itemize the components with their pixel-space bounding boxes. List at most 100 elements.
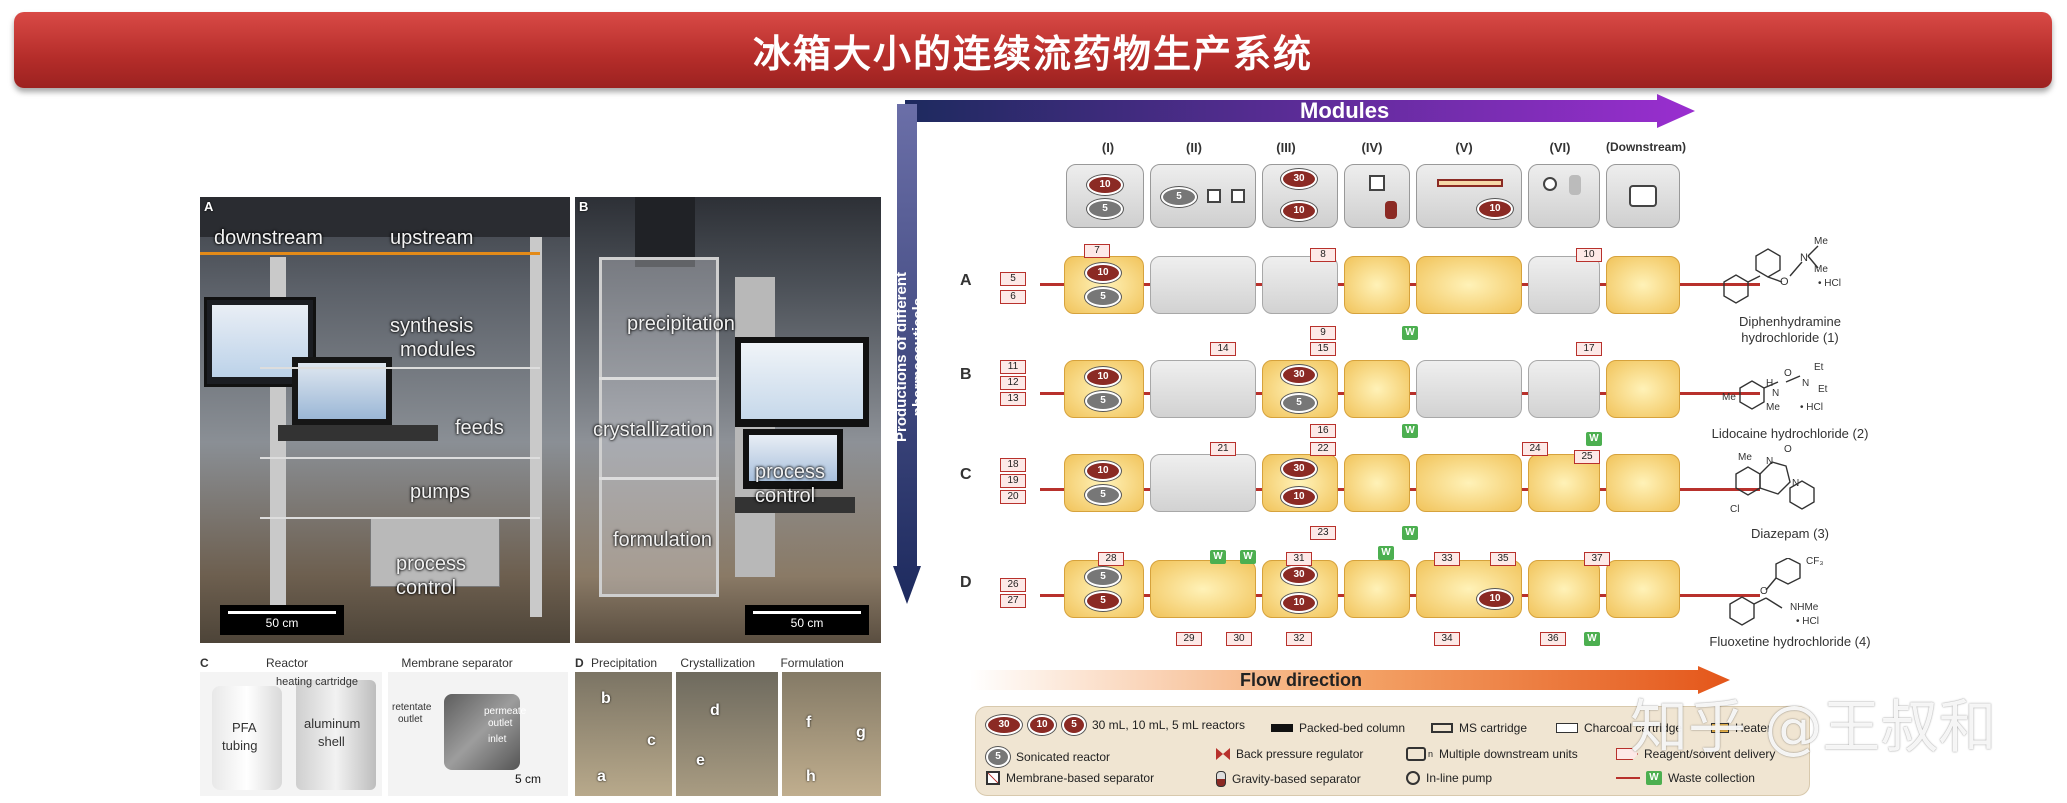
row-b-reactor-30: 30 [1281,365,1317,385]
flow-direction-label: Flow direction [1240,670,1363,690]
sub-label-b: b [601,690,611,707]
legend-heater: Heater [1711,721,1771,735]
row-c-input-18: 18 [1000,458,1026,472]
legend-sonicated: 5 Sonicated reactor [986,747,1110,767]
struct-d-nhme: NHMe [1790,602,1819,613]
legend-label-ms-cartridge: MS cartridge [1459,721,1528,735]
packed-bed-icon [1271,724,1293,732]
row-c-cell-3: 30 10 [1262,454,1338,512]
module-box-5: 10 [1416,164,1522,228]
compound-a-line2: hydrochloride (1) [1741,330,1839,345]
row-d-waste-4: W [1584,632,1600,646]
module-box-3: 30 10 [1262,164,1338,228]
ms-cartridge-icon [1431,723,1453,733]
gravity-separator-icon [1216,771,1226,787]
row-d-cell-1: 5 5 [1064,560,1144,618]
photo-b-letter: B [579,199,589,214]
photo-a-system-front: A downstream upstream synthesis modules … [200,197,570,643]
compound-c-name: Diazepam (3) [1685,526,1895,542]
watermark: 知乎 @王叔和 [1630,693,1997,761]
row-d-input-27: 27 [1000,594,1026,608]
row-letter-b: B [960,366,972,383]
label-crystallization: crystallization [593,419,714,441]
struct-a-me1: Me [1814,236,1828,247]
row-a-reactor-5: 5 [1085,287,1121,307]
sub-label-f: f [806,714,812,731]
legend-label-packed-bed: Packed-bed column [1299,721,1406,735]
label-control-b: control [755,485,816,507]
row-a-cell-3 [1262,256,1338,314]
row-d-reactor-5b: 5 [1085,591,1121,611]
structure-diphenhydramine [1723,245,1819,304]
inline-pump-icon [1406,771,1420,785]
struct-c-cl: Cl [1730,504,1740,515]
struct-b-n1: N [1772,388,1780,399]
label-shell: shell [318,734,345,749]
back-pressure-regulator-icon [1216,748,1230,760]
module-header-2: (II) [1186,140,1202,155]
scale-bar-b: 50 cm [745,605,869,635]
structure-lidocaine [1739,375,1801,410]
row-d-reactor-10b: 10 [1477,589,1513,609]
row-a-input-6: 6 [1000,290,1026,304]
row-a-cell-2 [1150,256,1256,314]
label-heating-cartridge: heating cartridge [276,676,358,688]
row-d-cell-6 [1528,560,1600,618]
label-modules: modules [400,339,476,361]
row-c-tag-23: 23 [1310,526,1336,540]
module-3-reactor-30: 30 [1281,169,1317,189]
panel-d-header: D Precipitation Crystallization Formulat… [575,656,844,670]
downstream-subscript: n [1428,749,1434,759]
struct-b-me1: Me [1722,392,1736,403]
row-b-cell-2 [1150,360,1256,418]
row-c-cell-5 [1416,454,1522,512]
row-b-tag-17: 17 [1576,342,1602,356]
caption-precipitation: Precipitation [591,656,658,670]
scale-bar-b-label: 50 cm [790,616,824,630]
legend-waste-tag: W [1646,771,1662,785]
legend-reactor-5: 5 [1062,715,1086,735]
sub-label-a: a [597,768,606,785]
struct-a-o: O [1780,276,1789,288]
modules-label: Modules [1300,98,1390,123]
scale-bar-c: 5 cm [496,772,560,792]
row-a-cell-6 [1528,256,1600,314]
compound-b-line1: Lidocaine hydrochloride (2) [1711,426,1869,441]
row-c-input-19: 19 [1000,474,1026,488]
struct-d-cf3: CF₃ [1806,556,1824,567]
row-b-input-13: 13 [1000,392,1026,406]
row-c-waste: W [1402,526,1418,540]
row-a-cell-1: 10 5 [1064,256,1144,314]
photo-d-formulation: f g h [782,672,881,796]
row-d-tag-37: 37 [1584,552,1610,566]
struct-c-n1: N [1766,456,1774,467]
row-c-tag-21: 21 [1210,442,1236,456]
scale-bar-a-label: 50 cm [265,616,299,630]
productions-label: Productions of different pharmaceuticals [893,272,927,442]
module-1-reactor-small: 5 [1087,199,1123,219]
module-box-2: 5 [1150,164,1256,228]
row-d-cell-4 [1344,560,1410,618]
row-d-cell-downstream [1606,560,1680,618]
row-d-tag-32: 32 [1286,632,1312,646]
photo-a-letter: A [204,199,214,214]
photo-d-crystallization: d e [676,672,778,796]
legend-label-reactors: 30 mL, 10 mL, 5 mL reactors [1092,718,1245,732]
sub-label-d: d [710,702,720,719]
downstream-units-icon [1406,747,1426,761]
legend-label-charcoal: Charcoal cartridge [1584,721,1683,735]
row-b-reactor-5b: 5 [1281,393,1317,413]
struct-b-me2: Me [1766,402,1780,413]
row-b-cell-3: 30 5 [1262,360,1338,418]
row-c-cell-1: 10 5 [1064,454,1144,512]
row-d-cell-5: 10 [1416,560,1522,618]
modules-arrow [905,94,1695,128]
sub-label-e: e [696,752,705,769]
membrane-separator-icon [986,771,1000,785]
row-c-reactor-30: 30 [1281,459,1317,479]
label-permeate: permeate [484,706,527,717]
row-c-cell-4 [1344,454,1410,512]
row-d-cell-2 [1150,560,1256,618]
row-d-waste-1: W [1210,550,1226,564]
struct-b-et2: Et [1818,384,1828,395]
